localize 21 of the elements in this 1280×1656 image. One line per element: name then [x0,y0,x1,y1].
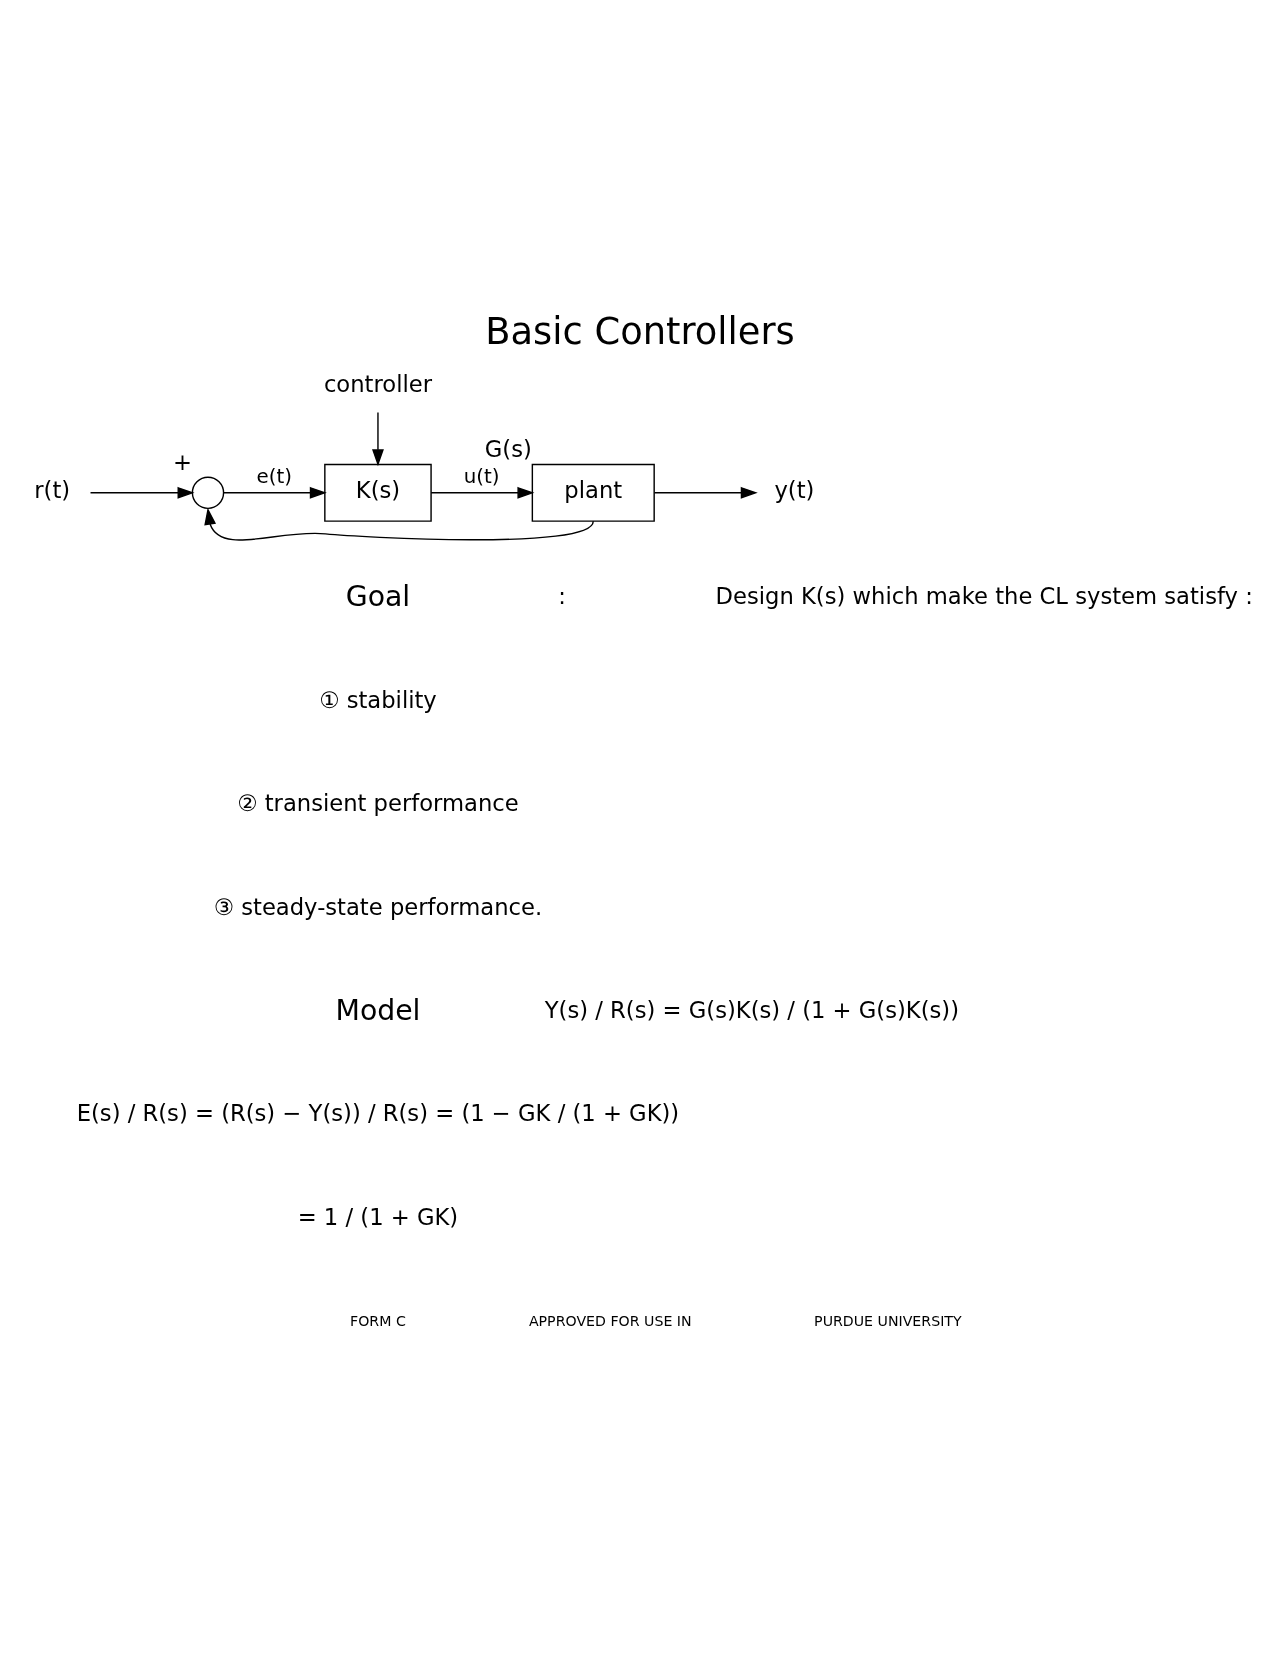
label: Design K(s) which make the CL system satisfy : [715,582,1253,609]
edge-label: e(t) [256,464,292,488]
label: Model [335,993,421,1027]
node-text: controller [323,370,433,397]
label: : [558,582,566,609]
label: E(s) / R(s) = (R(s) − Y(s)) / R(s) = (1 − GK / (1 + GK)) [76,1099,680,1126]
node-label: G(s) [484,435,532,462]
label: ③ steady-state performance. [213,893,543,920]
node-text: r(t) [34,476,71,503]
label: ① stability [319,686,437,713]
label: APPROVED FOR USE IN [528,1312,692,1329]
label: Goal [345,579,411,613]
label: FORM C [350,1312,406,1329]
diagram-title: Basic Controllers [485,309,795,353]
label: Y(s) / R(s) = G(s)K(s) / (1 + G(s)K(s)) [544,996,960,1023]
label: ② transient performance [237,789,519,816]
edge-label: u(t) [463,464,500,488]
node-label: + [173,448,192,475]
label: = 1 / (1 + GK) [297,1203,459,1230]
label: PURDUE UNIVERSITY [814,1312,962,1329]
node-text: y(t) [774,476,815,503]
